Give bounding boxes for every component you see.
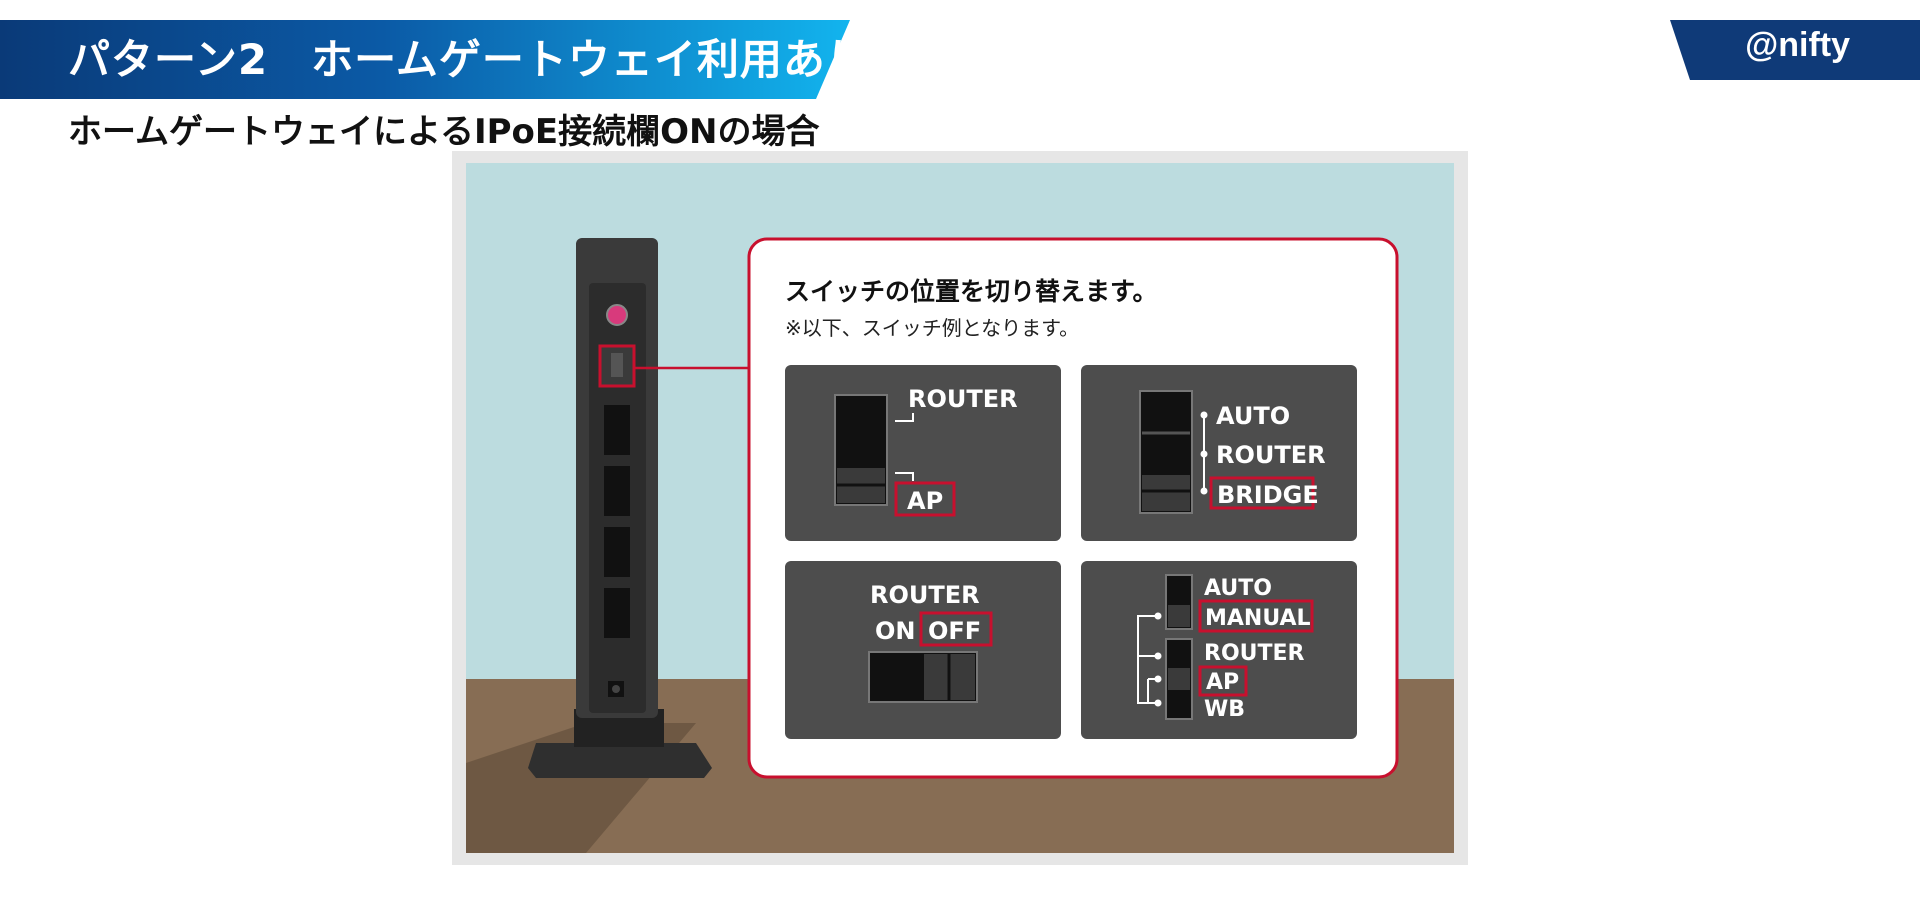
callout-heading: スイッチの位置を切り替えます。 [785,277,1158,306]
svg-text:ROUTER: ROUTER [1216,441,1326,469]
page-title: パターン2 ホームゲートウェイ利用あり [68,35,869,84]
svg-text:AP: AP [907,487,943,515]
svg-text:OFF: OFF [928,617,981,645]
svg-text:ROUTER: ROUTER [908,385,1018,413]
switch-panel-2: AUTO ROUTER BRIDGE [1081,365,1357,541]
switch-panel-3: ROUTER ON OFF [785,561,1061,739]
callout-note: ※以下、スイッチ例となります。 [785,316,1079,340]
illustration: スイッチの位置を切り替えます。 ※以下、スイッチ例となります。 ROUTER A… [466,163,1454,853]
header-band [0,20,850,99]
page-subtitle: ホームゲートウェイによるIPoE接続欄ONの場合 [68,112,820,152]
svg-text:MANUAL: MANUAL [1205,606,1311,631]
svg-text:AP: AP [1206,670,1239,695]
switch-panel-1: ROUTER AP [785,365,1061,541]
svg-text:WB: WB [1204,697,1245,722]
home-gateway-device-icon [528,238,712,778]
svg-text:ROUTER: ROUTER [870,581,980,609]
brand-band [1670,20,1920,80]
svg-text:BRIDGE: BRIDGE [1217,481,1319,509]
svg-text:AUTO: AUTO [1204,576,1272,601]
svg-text:ON: ON [875,617,916,645]
svg-text:AUTO: AUTO [1216,402,1290,430]
svg-text:ROUTER: ROUTER [1204,641,1305,666]
switch-panel-4: AUTO MANUAL ROUTER AP WB [1081,561,1357,739]
nifty-logo: @nifty [1745,26,1850,64]
